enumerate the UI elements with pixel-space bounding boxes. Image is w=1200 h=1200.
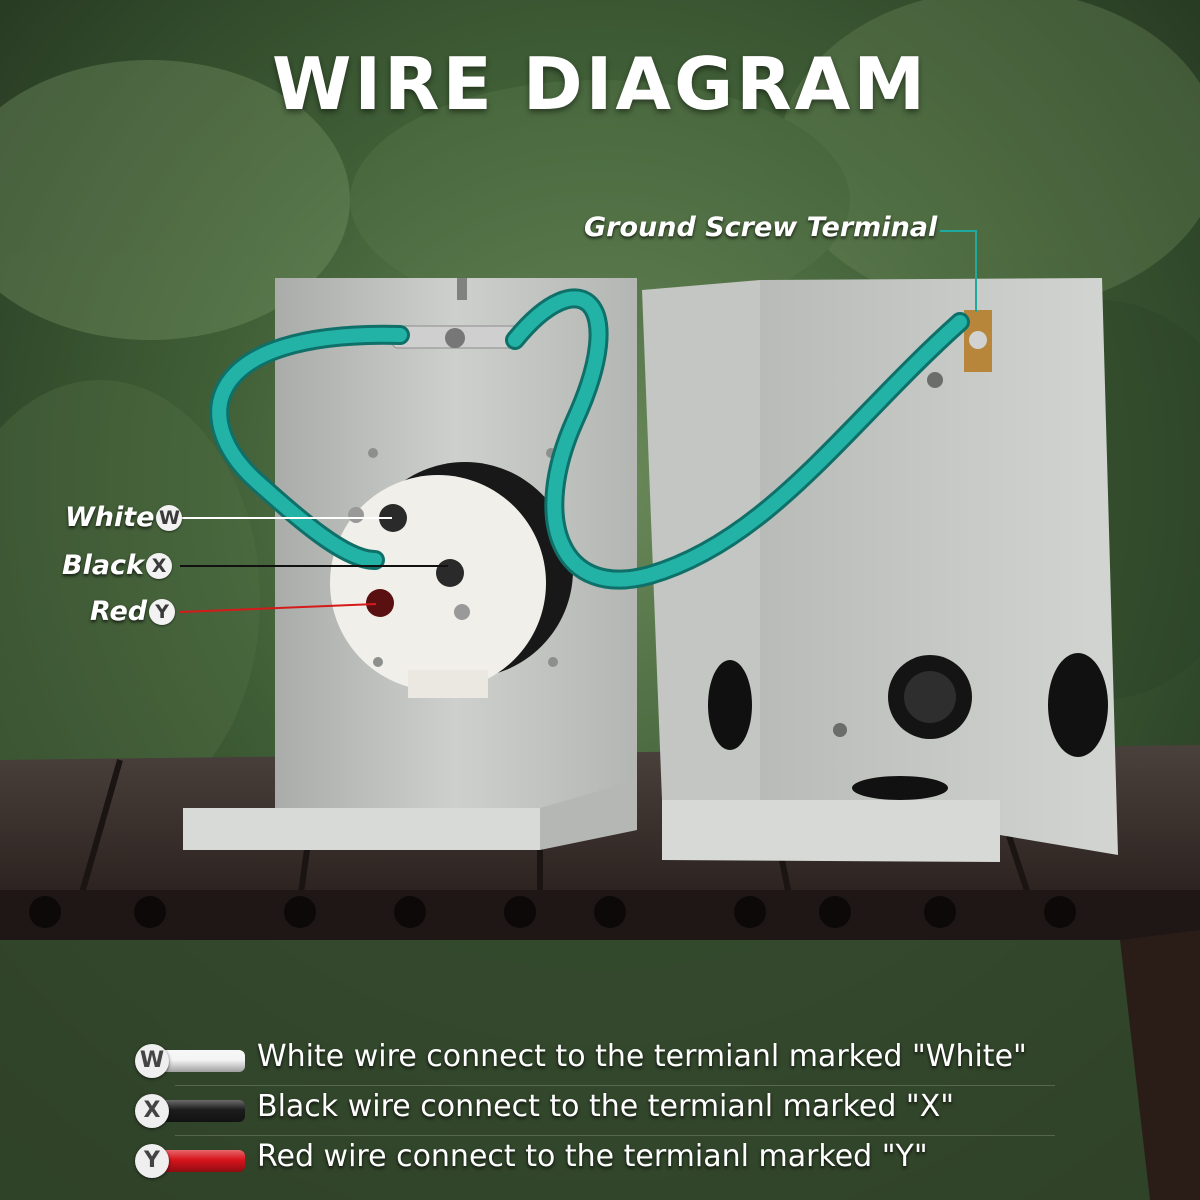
wiring-legend: W White wire connect to the termianl mar… xyxy=(135,1036,1135,1186)
w-badge-icon: W xyxy=(156,505,183,531)
legend-row-black: X Black wire connect to the termianl mar… xyxy=(135,1086,1135,1136)
red-terminal-label: Red xyxy=(90,596,148,627)
page-title: WIRE DIAGRAM xyxy=(271,42,929,126)
legend-row-white: W White wire connect to the termianl mar… xyxy=(135,1036,1135,1086)
divider xyxy=(175,1085,1055,1086)
legend-text: Black wire connect to the termianl marke… xyxy=(257,1089,955,1124)
red-wire-swatch xyxy=(161,1150,245,1172)
y-badge-icon: Y xyxy=(149,599,176,625)
x-badge-icon: X xyxy=(135,1094,169,1128)
x-badge-icon: X xyxy=(146,553,173,579)
y-badge-icon: Y xyxy=(135,1144,169,1178)
legend-text: Red wire connect to the termianl marked … xyxy=(257,1139,928,1174)
ground-screw-terminal-label: Ground Screw Terminal xyxy=(584,212,938,243)
black-wire-swatch xyxy=(161,1100,245,1122)
w-badge-icon: W xyxy=(135,1044,169,1078)
white-terminal-label: White xyxy=(65,502,155,533)
divider xyxy=(175,1135,1055,1136)
legend-row-red: Y Red wire connect to the termianl marke… xyxy=(135,1136,1135,1186)
white-wire-swatch xyxy=(161,1050,245,1072)
black-terminal-label: Black xyxy=(62,550,145,581)
legend-text: White wire connect to the termianl marke… xyxy=(257,1039,1027,1074)
